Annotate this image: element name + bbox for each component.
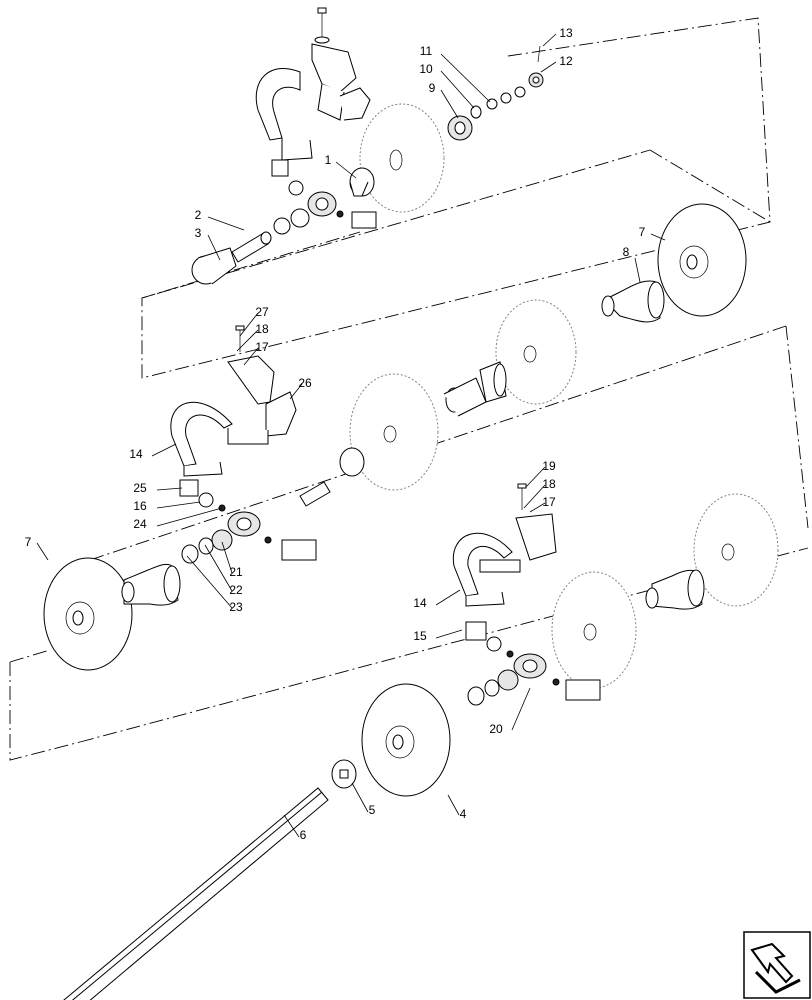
callout-leader-3 [207, 234, 221, 261]
callout-leader-1 [335, 161, 357, 179]
callout-label-18: 18 [542, 477, 556, 491]
callout-label-26: 26 [298, 376, 312, 390]
callout-label-5: 5 [369, 803, 376, 817]
callout-leader-8 [634, 257, 641, 283]
middle-disc-row [299, 299, 577, 507]
callout-label-6: 6 [300, 828, 307, 842]
callout-leader-13 [542, 33, 557, 47]
callout-label-16: 16 [133, 499, 147, 513]
callout-label-12: 12 [559, 54, 573, 68]
navigation-arrow-icon [743, 931, 811, 999]
callout-label-8: 8 [623, 245, 630, 259]
callout-label-17: 17 [255, 340, 269, 354]
callout-leader-4 [447, 794, 460, 816]
callout-label-3: 3 [195, 226, 202, 240]
callout-label-21: 21 [229, 565, 243, 579]
callout-leader-18 [523, 484, 546, 509]
bottom-group [63, 683, 451, 1000]
callout-leader-14 [435, 589, 461, 606]
callout-leader-26 [289, 383, 303, 400]
callout-label-10: 10 [419, 62, 433, 76]
callout-leader-27 [239, 312, 259, 337]
callout-leader-19 [525, 466, 546, 488]
left-frame-assembly [170, 325, 317, 564]
callout-leader-6 [283, 814, 300, 838]
callout-leader-20 [511, 687, 531, 731]
callout-label-24: 24 [133, 517, 147, 531]
callout-leader-24 [156, 507, 223, 527]
callout-leader-14 [151, 443, 177, 457]
callout-leader-7 [36, 542, 49, 561]
callout-leader-9 [440, 89, 459, 119]
callout-leader-15 [435, 629, 463, 639]
callout-leader-16 [156, 501, 201, 509]
callout-label-2: 2 [195, 208, 202, 222]
callout-leader-12 [540, 61, 557, 73]
callout-leader-7 [650, 233, 666, 241]
callout-label-13: 13 [559, 26, 573, 40]
right-lower-assembly [452, 483, 779, 706]
callout-leader-22 [204, 544, 233, 592]
callout-label-27: 27 [255, 305, 269, 319]
callout-leader-17 [243, 347, 259, 366]
callout-label-14: 14 [129, 447, 143, 461]
callout-leader-23 [186, 555, 233, 609]
top-assembly [191, 7, 544, 285]
callout-leader-5 [351, 782, 369, 813]
callout-label-1: 1 [325, 153, 332, 167]
callout-leader-17 [529, 502, 546, 513]
callout-label-14: 14 [413, 596, 427, 610]
callout-leader-18 [236, 329, 259, 352]
right-disc-group [601, 203, 747, 323]
callout-label-20: 20 [489, 722, 503, 736]
callout-label-4: 4 [460, 807, 467, 821]
callout-leader-2 [207, 216, 245, 231]
callout-label-22: 22 [229, 583, 243, 597]
callout-label-11: 11 [420, 44, 433, 58]
callout-label-25: 25 [133, 481, 147, 495]
callout-leader-25 [156, 487, 183, 491]
callout-label-18: 18 [255, 322, 269, 336]
callout-leader-10 [440, 70, 475, 109]
callout-leader-11 [440, 53, 491, 103]
left-lower-disc [43, 557, 181, 671]
callout-label-7: 7 [639, 225, 646, 239]
callout-label-19: 19 [542, 459, 556, 473]
callout-label-15: 15 [413, 629, 427, 643]
callout-label-7: 7 [25, 535, 32, 549]
callout-leader-21 [221, 541, 233, 574]
callout-label-23: 23 [229, 600, 243, 614]
callout-label-9: 9 [429, 81, 436, 95]
callout-label-17: 17 [542, 495, 556, 509]
